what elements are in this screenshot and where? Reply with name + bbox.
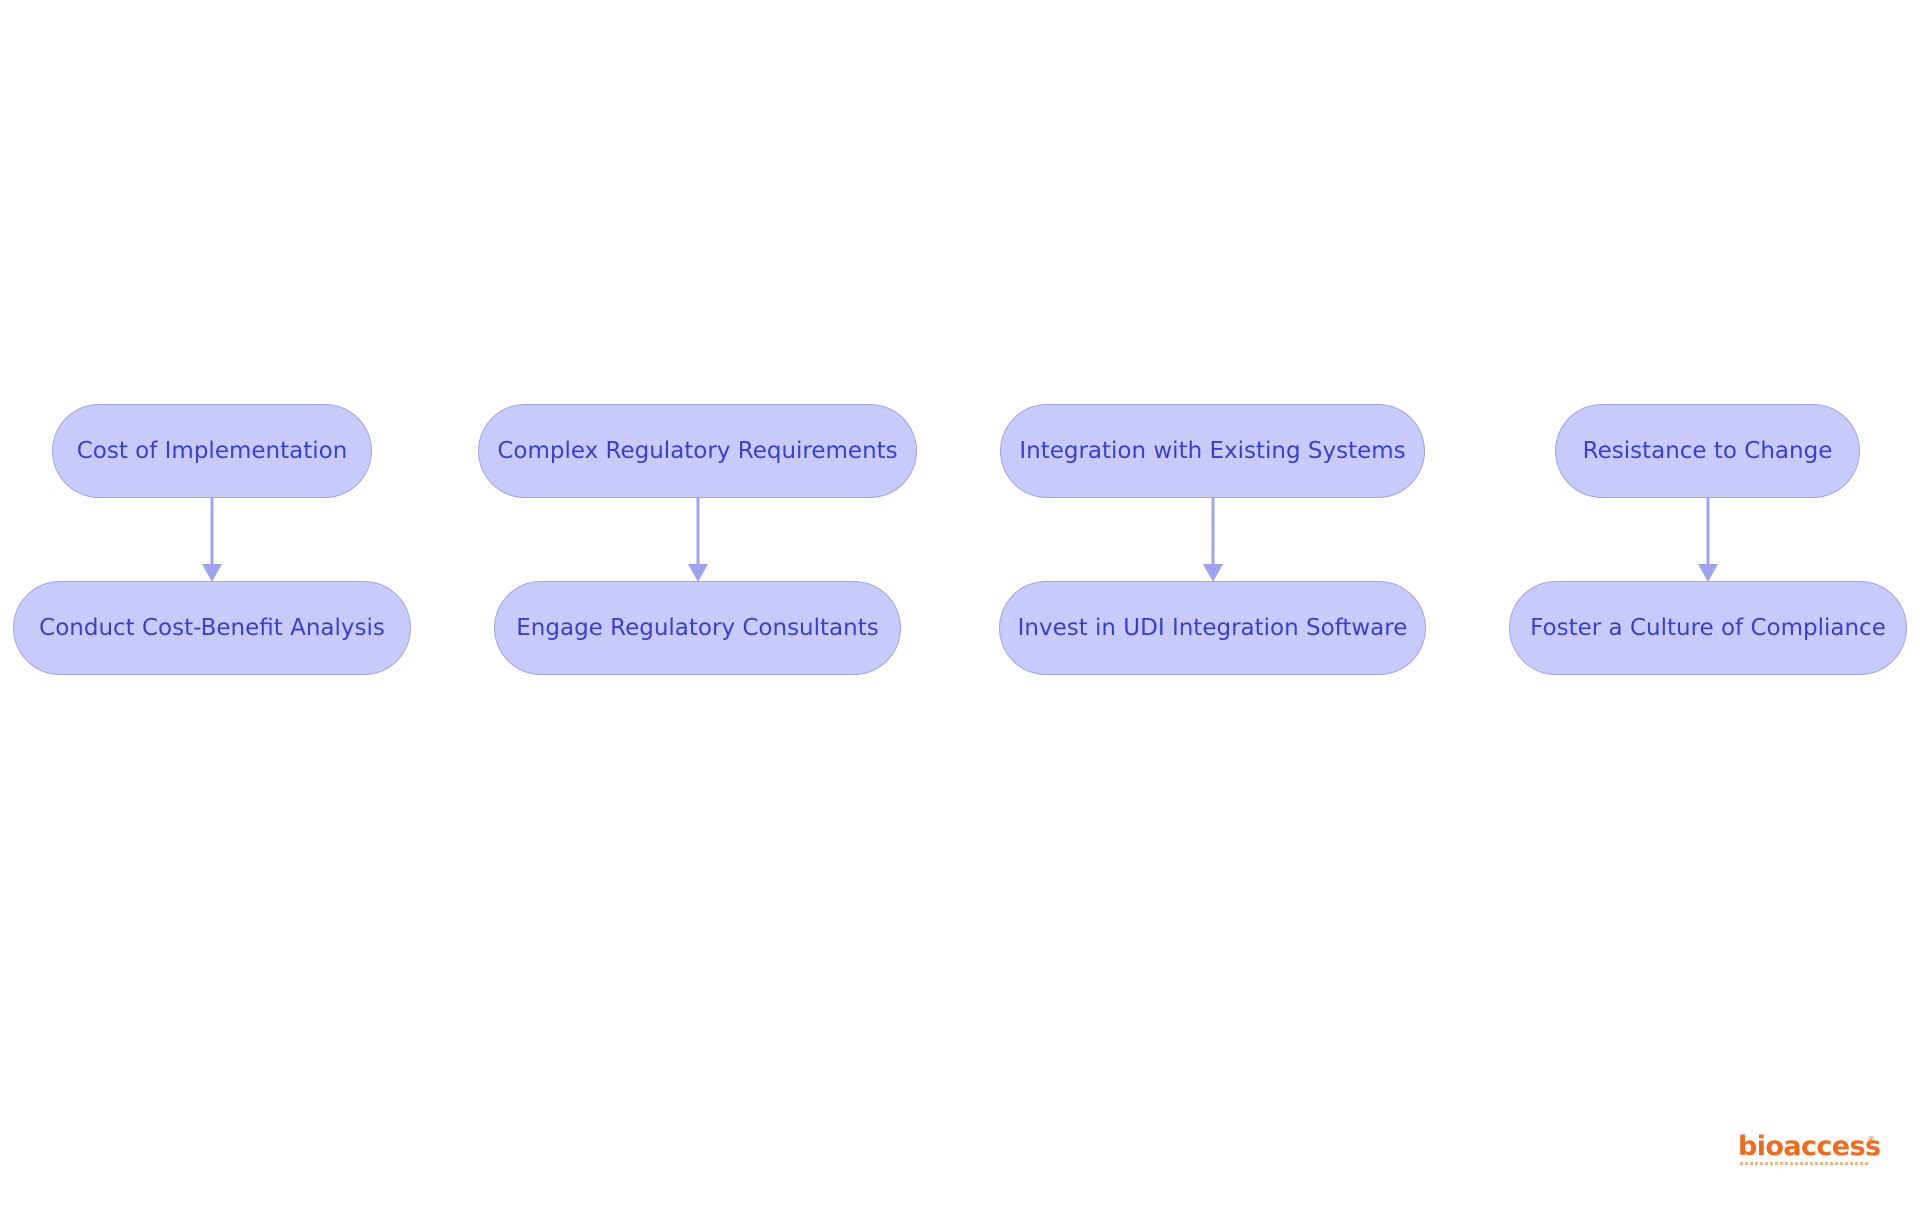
challenge-label: Integration with Existing Systems [1019, 438, 1406, 464]
arrow-2 [688, 498, 708, 582]
solution-label: Foster a Culture of Compliance [1530, 615, 1886, 641]
challenge-label: Cost of Implementation [76, 438, 348, 464]
arrow-3 [1203, 498, 1223, 582]
registered-mark: ® [1867, 1135, 1875, 1144]
arrow-1 [202, 498, 222, 582]
arrow-4 [1698, 498, 1718, 582]
bioaccess-logo: bioaccess ® [1738, 1133, 1881, 1169]
challenge-node-resistance-to-change: Resistance to Change [1555, 404, 1860, 498]
challenge-node-integration-with-existing-systems: Integration with Existing Systems [1000, 404, 1425, 498]
challenge-node-cost-of-implementation: Cost of Implementation [52, 404, 372, 498]
solution-label: Invest in UDI Integration Software [1017, 615, 1408, 641]
solution-label: Engage Regulatory Consultants [516, 615, 879, 641]
solution-node-engage-regulatory-consultants: Engage Regulatory Consultants [494, 581, 901, 675]
logo-tagline-graphic [1740, 1162, 1868, 1165]
solution-node-culture-of-compliance: Foster a Culture of Compliance [1509, 581, 1907, 675]
challenge-node-complex-regulatory-requirements: Complex Regulatory Requirements [478, 404, 917, 498]
logo-wordmark: bioaccess [1738, 1131, 1881, 1162]
challenge-label: Resistance to Change [1582, 438, 1833, 464]
solution-label: Conduct Cost-Benefit Analysis [39, 615, 385, 641]
challenge-label: Complex Regulatory Requirements [497, 438, 898, 464]
solution-node-cost-benefit-analysis: Conduct Cost-Benefit Analysis [13, 581, 411, 675]
solution-node-udi-integration-software: Invest in UDI Integration Software [999, 581, 1426, 675]
